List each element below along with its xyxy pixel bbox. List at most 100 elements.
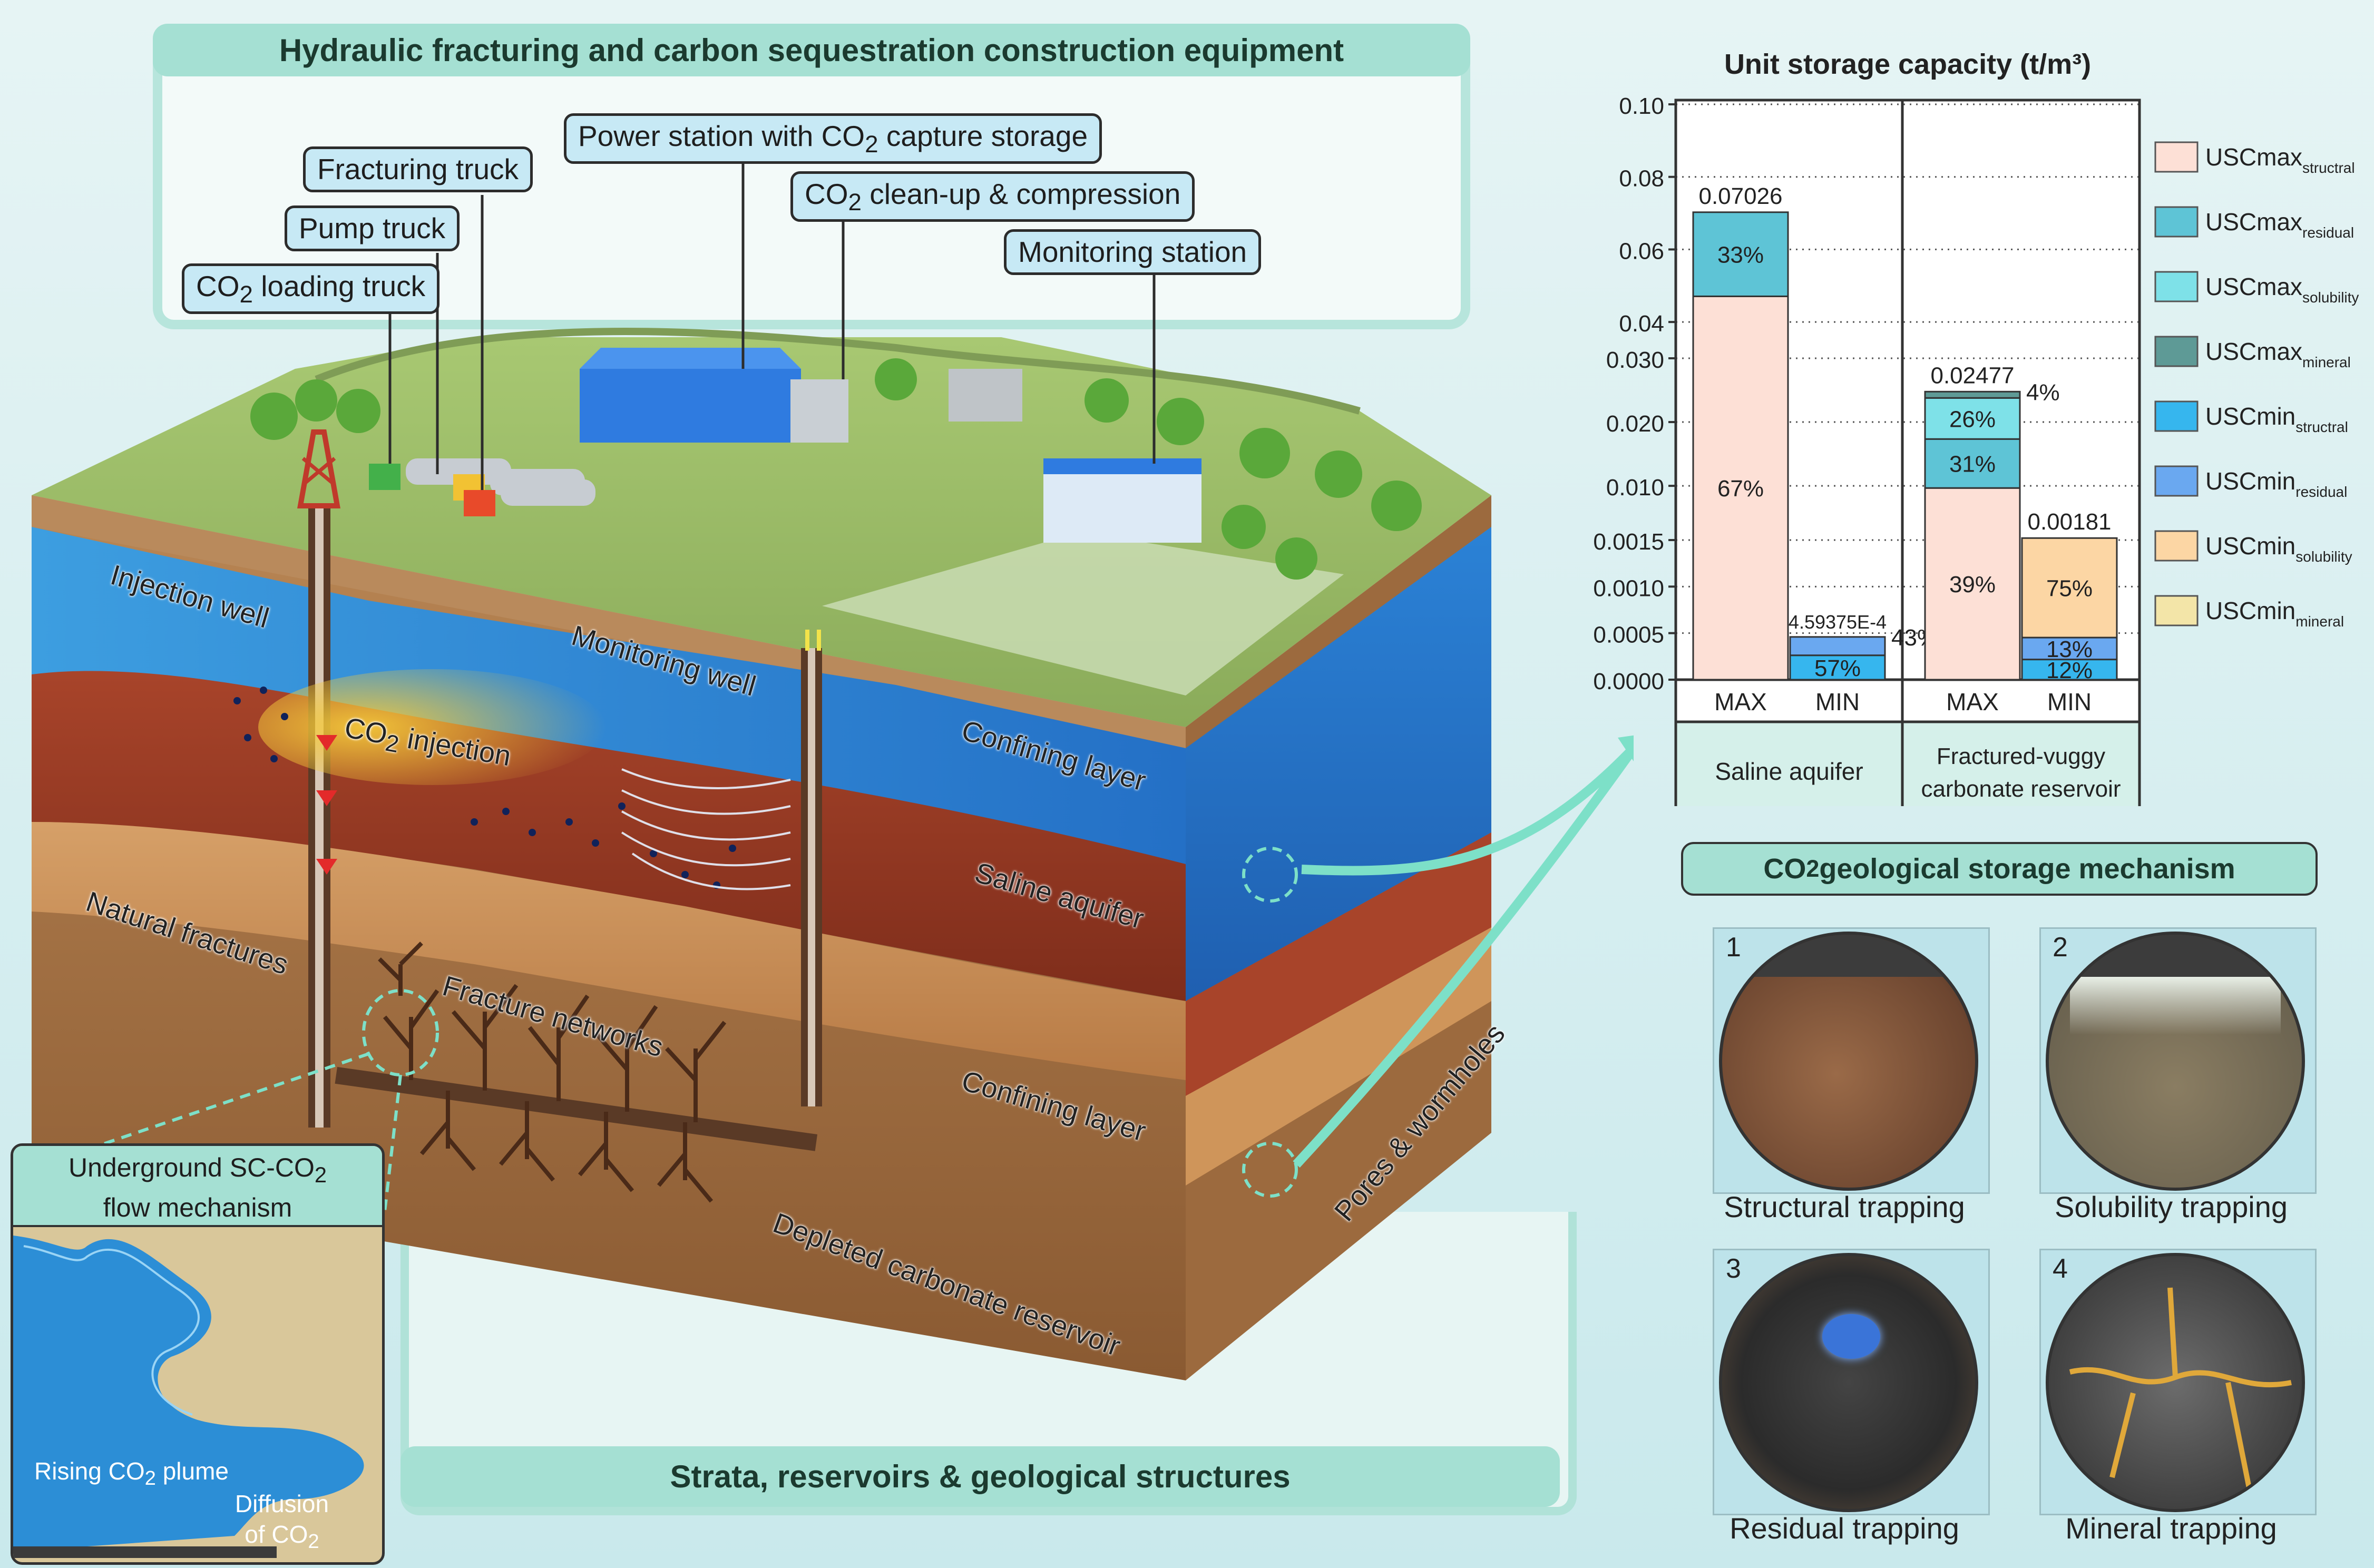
segment-share-label-1-1-1: 13% <box>2046 636 2093 662</box>
callout-co2-loading-truck-post: loading truck <box>253 270 426 302</box>
equipment-panel-title-text: Hydraulic fracturing and carbon sequestr… <box>279 32 1344 68</box>
flow-inset-diffusion-label: Diffusion of CO2 <box>187 1441 377 1557</box>
bar-segment-1-1-1 <box>2021 636 2118 661</box>
mechanism-number-1: 1 <box>1726 932 1741 963</box>
legend-swatch-2 <box>2154 271 2199 302</box>
mechanism-label-residual: Residual trapping <box>1730 1512 1959 1545</box>
bar-label-1-0: MAX <box>1946 688 1999 716</box>
callout-power-station-pre: Power station with CO <box>578 120 865 152</box>
callout-fracturing-truck: Fracturing truck <box>303 146 533 192</box>
legend-swatch-1 <box>2154 206 2199 238</box>
group-label-1-line1: Fractured-vuggy <box>1937 743 2105 769</box>
callout-pump-truck-text: Pump truck <box>299 212 446 244</box>
callout-co2-loading-truck: CO2 loading truck <box>182 263 440 315</box>
mechanism-title-post: geological storage mechanism <box>1819 853 2235 885</box>
flow-inset-diffusion-line1: Diffusion <box>235 1490 329 1517</box>
y-tick-label-4: 0.010 <box>1606 475 1664 501</box>
callout-co2-loading-truck-sub: 2 <box>239 281 253 308</box>
callout-power-station-sub: 2 <box>865 131 878 158</box>
bar-segment-1-0-0 <box>1924 487 2021 681</box>
flow-inset-art <box>13 1236 364 1558</box>
y-tick-label-1: 0.0005 <box>1593 622 1664 648</box>
mechanism-number-3: 3 <box>1726 1253 1741 1284</box>
group-label-1-line2: carbonate reservoir <box>1921 776 2121 802</box>
segment-share-label-0-1-0: 57% <box>1814 655 1861 681</box>
strata-panel-title: Strata, reservoirs & geological structur… <box>400 1446 1560 1507</box>
callout-power-station-post: capture storage <box>878 120 1088 152</box>
flow-inset-title: Underground SC-CO2 flow mechanism <box>13 1151 382 1224</box>
legend-swatch-0 <box>2154 141 2199 173</box>
legend-swatch-7 <box>2154 595 2199 626</box>
y-tick-label-8: 0.06 <box>1619 238 1664 264</box>
bar-total-label-0-0: 0.07026 <box>1698 183 1782 209</box>
mechanism-number-2: 2 <box>2053 932 2068 963</box>
unit-storage-capacity-chart: Unit storage capacity (t/m³) 0.0000 0.000… <box>1593 48 2359 806</box>
mechanism-number-4: 4 <box>2053 1253 2068 1284</box>
legend-swatch-5 <box>2154 465 2199 497</box>
legend-label-5: USCminresidual <box>2205 467 2347 500</box>
bar-total-label-1-0: 0.02477 <box>1930 362 2014 388</box>
callout-co2-cleanup: CO2 clean-up & compression <box>790 171 1195 222</box>
flow-inset-title-pre: Underground SC-CO <box>68 1153 315 1182</box>
flow-inset-title-sub: 2 <box>314 1162 327 1187</box>
chart-title: Unit storage capacity (t/m³) <box>1724 48 2091 80</box>
segment-share-label-1-0-0: 39% <box>1949 572 1996 597</box>
bar-label-0-1: MIN <box>1815 688 1860 716</box>
bar-segment-1-0-3 <box>1924 390 2021 399</box>
mineral-trapping-image <box>2046 1253 2305 1512</box>
solubility-trapping-image <box>2046 932 2305 1191</box>
legend-label-0: USCmaxstructral <box>2205 143 2355 176</box>
mechanism-label-solubility: Solubility trapping <box>2054 1190 2288 1223</box>
segment-share-label-1-0-2: 26% <box>1949 406 1996 432</box>
bar-segment-0-0-0 <box>1692 295 1789 681</box>
mechanism-label-structural: Structural trapping <box>1724 1190 1965 1223</box>
legend-swatch-4 <box>2154 400 2199 432</box>
y-tick-label-9: 0.08 <box>1619 166 1664 192</box>
equipment-panel-title: Hydraulic fracturing and carbon sequestr… <box>153 24 1470 76</box>
legend-swatch-3 <box>2154 336 2199 367</box>
flow-inset-diffusion-pre: of CO <box>245 1521 308 1548</box>
flow-inset-rising-pre: Rising CO <box>34 1457 145 1485</box>
flow-inset-rising-sub: 2 <box>144 1467 156 1490</box>
group-label-row <box>1674 720 2141 806</box>
residual-trapping-image <box>1719 1253 1978 1512</box>
segment-share-label-0-0-1: 33% <box>1717 242 1764 268</box>
bar-total-label-0-1: 4.59375E-4 <box>1789 611 1887 633</box>
callout-fracturing-truck-text: Fracturing truck <box>317 153 519 185</box>
y-tick-label-10: 0.10 <box>1619 93 1664 119</box>
flow-mechanism-inset: Underground SC-CO2 flow mechanism Rising… <box>11 1143 385 1565</box>
flow-inset-rising-post: plume <box>155 1457 229 1485</box>
legend-label-4: USCminstructral <box>2205 403 2348 435</box>
legend-label-6: USCminsolubility <box>2205 532 2352 565</box>
flow-inset-rising-label: Rising CO2 plume <box>34 1457 229 1490</box>
legend-label-3: USCmaxmineral <box>2205 338 2351 370</box>
bar-segment-0-1-0 <box>1789 654 1886 681</box>
callout-pump-truck: Pump truck <box>285 205 460 251</box>
strata-panel-title-text: Strata, reservoirs & geological structur… <box>670 1459 1291 1494</box>
callout-co2-cleanup-post: clean-up & compression <box>862 178 1181 210</box>
label-co2-injection-pre: CO <box>342 711 390 751</box>
callout-co2-loading-truck-pre: CO <box>196 270 240 302</box>
residual-droplet <box>1822 1314 1880 1359</box>
callout-monitoring-station-text: Monitoring station <box>1018 236 1247 268</box>
segment-share-label-1-0-1: 31% <box>1949 452 1996 477</box>
y-tick-label-2: 0.0010 <box>1593 575 1664 601</box>
bar-segment-1-0-1 <box>1924 438 2021 489</box>
bar-segment-1-1-2 <box>2021 537 2118 639</box>
group-label-0: Saline aquifer <box>1715 758 1863 785</box>
structural-trapping-image <box>1719 932 1978 1191</box>
y-tick-label-6: 0.030 <box>1606 347 1664 373</box>
legend-swatch-6 <box>2154 530 2199 562</box>
bar-label-1-1: MIN <box>2047 688 2092 716</box>
mineral-veins <box>2069 1287 2292 1488</box>
flow-inset-diffusion-line2: of CO2 <box>187 1519 377 1557</box>
y-tick-label-0: 0.0000 <box>1593 669 1664 694</box>
bar-label-0-0: MAX <box>1714 688 1767 716</box>
legend-label-1: USCmaxresidual <box>2205 208 2354 241</box>
flow-inset-title-bg <box>13 1146 382 1227</box>
flow-inset-title-line2: flow mechanism <box>103 1193 292 1222</box>
solubility-caprock <box>2049 935 2302 977</box>
y-tick-label-3: 0.0015 <box>1593 529 1664 555</box>
callout-co2-cleanup-sub: 2 <box>848 189 862 215</box>
